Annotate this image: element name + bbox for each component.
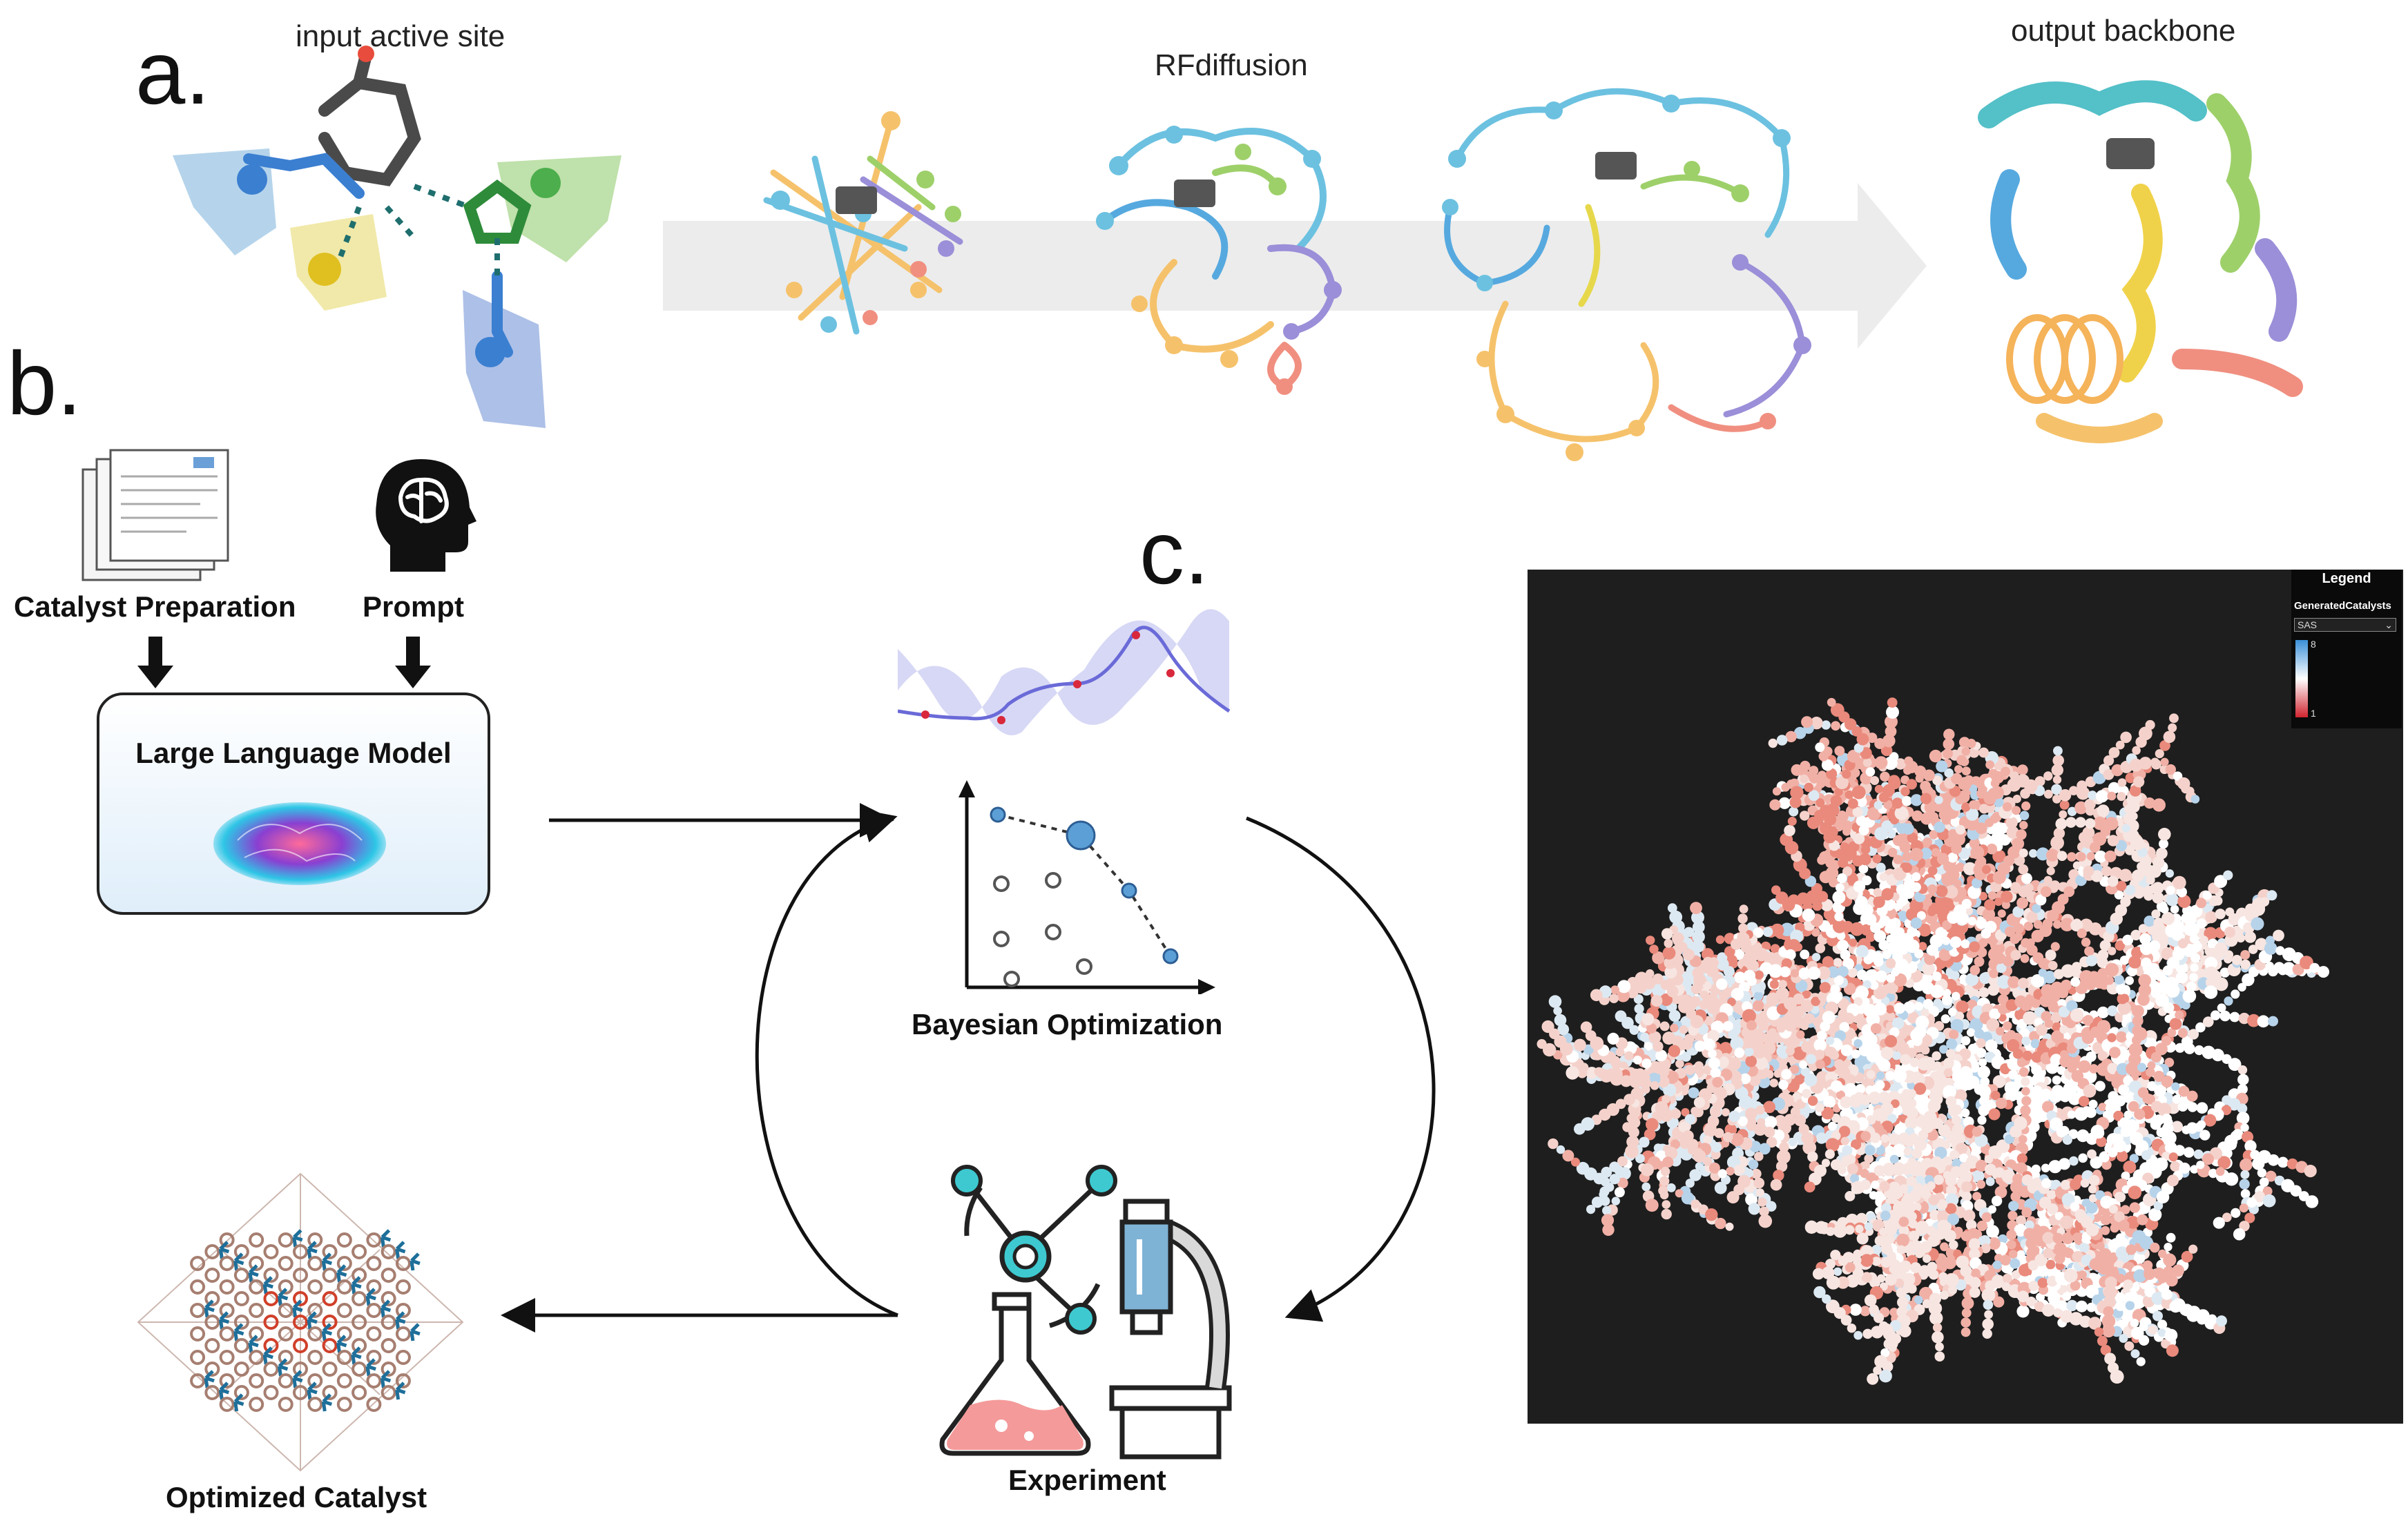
diffusion-arrow [663,183,1927,349]
llm-title: Large Language Model [135,737,452,769]
catalyst-preparation-label: Catalyst Preparation [14,590,296,623]
neural-brain-icon [213,802,386,885]
legend-colorbar [2295,640,2308,717]
experiment-label: Experiment [1008,1464,1166,1496]
tmap-tree-plot [1537,697,2329,1385]
output-backbone-ribbon [1978,80,2303,443]
prompt-label: Prompt [363,590,464,623]
flask-icon [939,1292,1091,1456]
bayesian-optimization-plot [898,609,1231,994]
microscope-icon [1109,1199,1232,1460]
molecule-icon [951,1165,1117,1335]
panel-a-graphic [173,46,2303,461]
tmap-visualization[interactable] [1528,570,2403,1424]
legend-title: Legend [2322,571,2371,586]
output-backbone-label: output backbone [2011,14,2236,48]
document-stack-icon [81,449,229,581]
optimized-catalyst-label: Optimized Catalyst [166,1481,427,1513]
bayesian-optimization-label: Bayesian Optimization [912,1008,1223,1040]
rfdiffusion-label: RFdiffusion [1155,48,1308,82]
chevron-down-icon: ⌄ [2385,619,2393,630]
legend-max-value: 8 [2311,639,2316,650]
legend-panel: Legend GeneratedCatalysts SAS ⌄ 8 1 [2291,570,2402,728]
refined-backbone-chain [1442,88,1811,461]
input-active-site-structure [173,46,622,428]
panel-a-letter: a. [135,22,211,123]
lattice-nodes [190,1229,421,1412]
crystal-lattice-icon [137,1172,464,1472]
llm-box: Large Language Model [97,692,490,915]
legend-field-label: GeneratedCatalysts [2294,600,2391,612]
down-arrow-icon [137,637,173,688]
tree-branches [1537,697,2329,1385]
experiment-illustration [939,1165,1232,1460]
brain-head-icon [376,459,476,572]
input-active-site-label: input active site [296,19,505,53]
partial-backbone [1096,126,1342,395]
panel-b-letter: b. [7,333,82,434]
legend-min-value: 1 [2311,708,2316,719]
down-arrow-icon [395,637,431,688]
noisy-backbone-cloud [763,111,963,335]
panel-c-letter: c. [1139,502,1210,603]
legend-property-select[interactable]: SAS ⌄ [2294,618,2396,632]
legend-select-value: SAS [2298,619,2318,630]
